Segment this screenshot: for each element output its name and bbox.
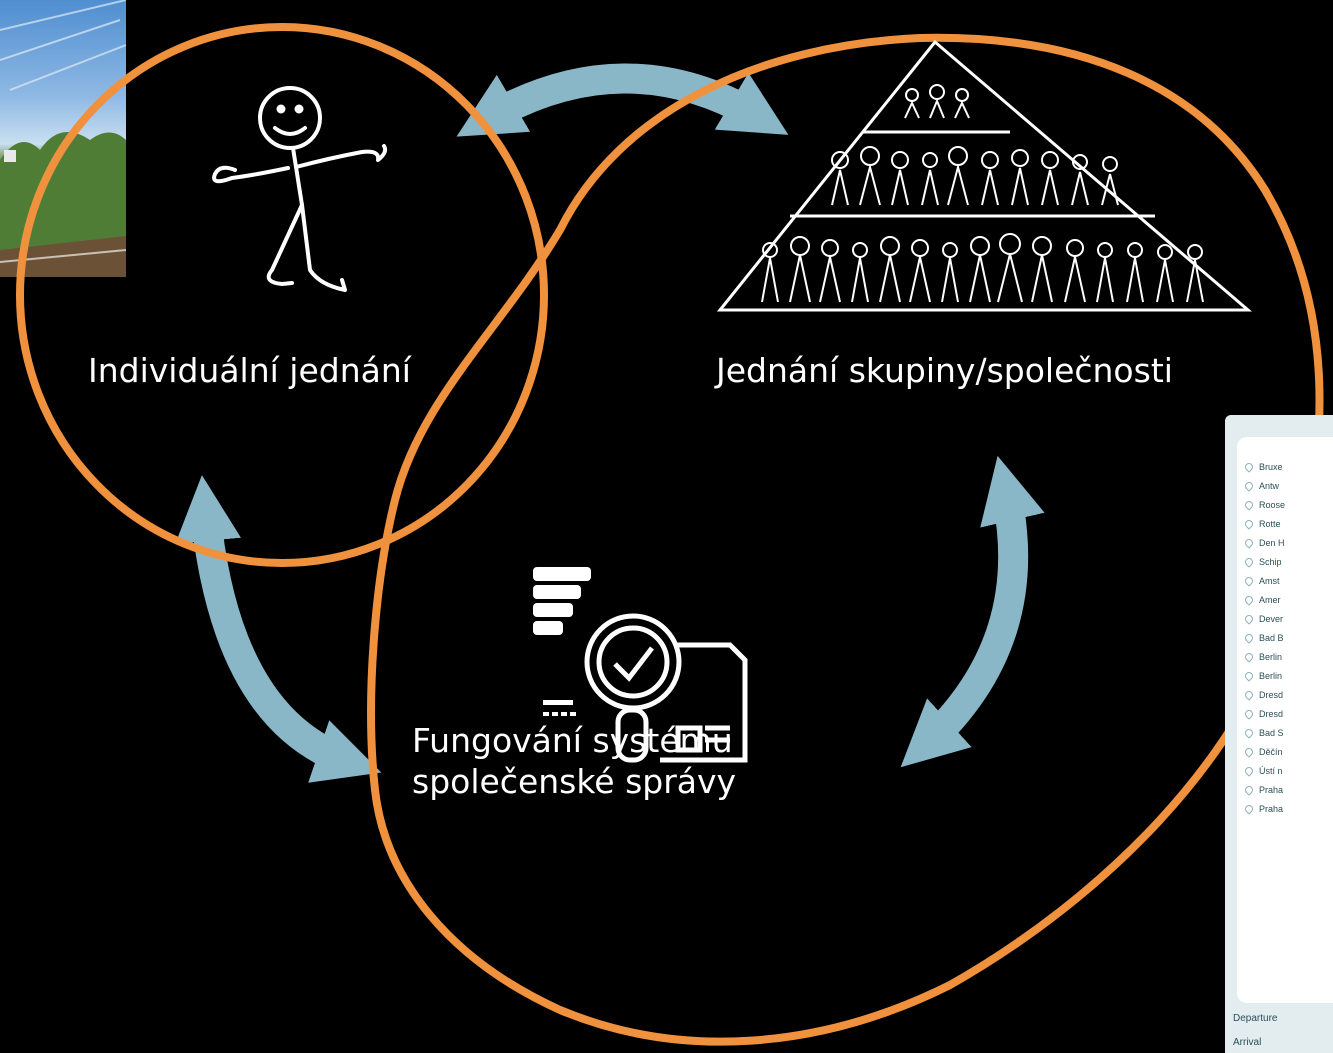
- label-system-line1: Fungování systému: [412, 721, 733, 760]
- label-individual-action: Individuální jednání: [88, 351, 411, 390]
- route-stop: Roose: [1259, 500, 1286, 510]
- route-stop: Amst: [1259, 576, 1280, 586]
- magnifier-document-check-icon: [533, 567, 748, 763]
- route-stop: Děčín: [1259, 747, 1283, 757]
- label-group-action: Jednání skupiny/společnosti: [716, 351, 1173, 390]
- location-pin-icon: [1243, 461, 1255, 473]
- route-stop: Bad B: [1259, 633, 1284, 643]
- departure-label: Departure: [1233, 1013, 1278, 1024]
- people-pyramid-icon: [716, 39, 1253, 312]
- route-stop: Antw: [1259, 481, 1280, 491]
- location-pin-icon: [1243, 746, 1255, 758]
- route-stop: Berlin: [1259, 671, 1283, 681]
- location-pin-icon: [1243, 613, 1255, 625]
- location-pin-icon: [1243, 518, 1255, 530]
- arrow-group-system: [900, 455, 1045, 768]
- arrow-individual-system: [175, 475, 382, 783]
- location-pin-icon: [1243, 537, 1255, 549]
- route-stop: Amer: [1259, 595, 1281, 605]
- arrow-individual-group: [456, 63, 789, 137]
- location-pin-icon: [1243, 480, 1255, 492]
- location-pin-icon: [1243, 670, 1255, 682]
- route-stop: Dresd: [1259, 709, 1284, 719]
- circle-individual: [16, 23, 548, 567]
- location-pin-icon: [1243, 689, 1255, 701]
- location-pin-icon: [1243, 708, 1255, 720]
- location-pin-icon: [1243, 556, 1255, 568]
- stick-figure-icon: [212, 86, 388, 292]
- arrival-label: Arrival: [1233, 1037, 1262, 1048]
- location-pin-icon: [1243, 632, 1255, 644]
- location-pin-icon: [1243, 651, 1255, 663]
- route-stop: Den H: [1259, 538, 1285, 548]
- route-stop: Bruxe: [1259, 462, 1283, 472]
- location-pin-icon: [1243, 803, 1255, 815]
- route-stop: Dresd: [1259, 690, 1284, 700]
- route-stop: Berlin: [1259, 652, 1283, 662]
- location-pin-icon: [1243, 727, 1255, 739]
- route-stop: Ústí n: [1259, 766, 1283, 776]
- location-pin-icon: [1243, 499, 1255, 511]
- circle-group-system: [367, 33, 1324, 1046]
- route-stop: Schip: [1259, 557, 1282, 567]
- route-stop: Praha: [1259, 804, 1284, 814]
- location-pin-icon: [1243, 594, 1255, 606]
- label-system-line2: společenské správy: [412, 762, 737, 802]
- route-stop: Praha: [1259, 785, 1284, 795]
- location-pin-icon: [1243, 784, 1255, 796]
- route-stop: Rotte: [1259, 519, 1281, 529]
- label-system-functioning: Fungování systému společenské správy: [412, 720, 737, 803]
- location-pin-icon: [1243, 575, 1255, 587]
- route-stop: Bad S: [1259, 728, 1284, 738]
- landscape-photo: [0, 0, 126, 277]
- location-pin-icon: [1243, 765, 1255, 777]
- route-stop: Dever: [1259, 614, 1284, 624]
